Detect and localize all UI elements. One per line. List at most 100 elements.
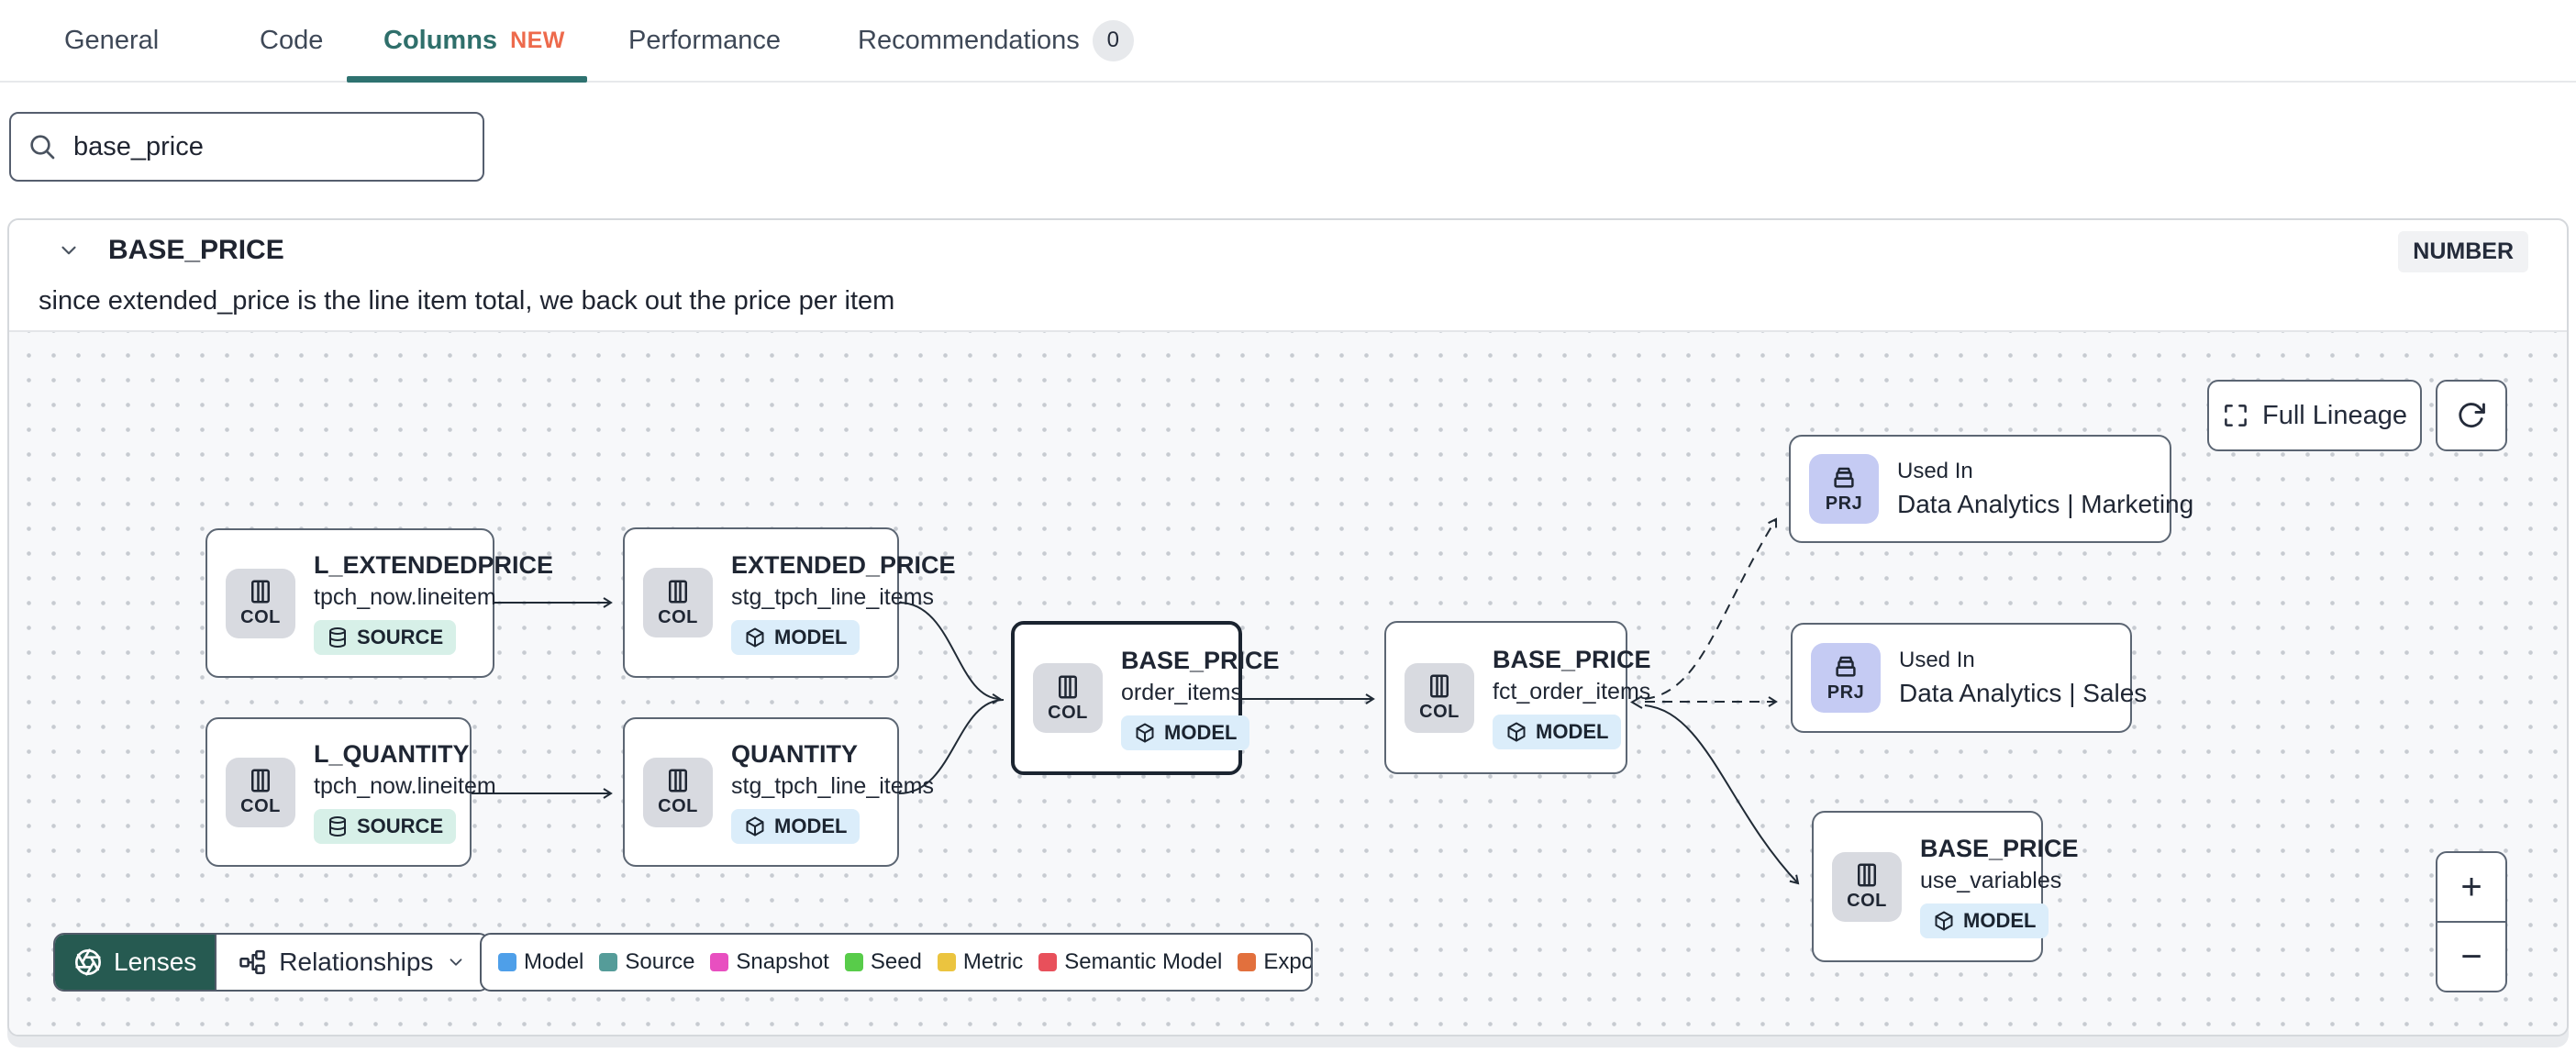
badge-label: SOURCE	[357, 815, 444, 837]
badge-label: MODEL	[1963, 909, 2037, 932]
legend-label: Semantic Model	[1064, 949, 1223, 974]
legend-label: Snapshot	[736, 949, 829, 974]
search-icon	[28, 132, 57, 161]
legend-label: Exposure	[1263, 949, 1313, 974]
tab-performance-label: Performance	[628, 25, 782, 55]
legend-item: Snapshot	[710, 949, 829, 975]
tab-columns[interactable]: Columns NEW	[383, 0, 565, 81]
column-chip: COL	[643, 757, 713, 827]
used-in-label: Used In	[1897, 459, 1973, 483]
column-type-badge: NUMBER	[2398, 231, 2528, 272]
lineage-node-base-price-use-variables[interactable]: COL BASE_PRICE use_variables MODEL	[1812, 811, 2079, 962]
columns-icon	[1054, 673, 1082, 701]
node-title: EXTENDED_PRICE	[731, 550, 956, 579]
expand-icon	[2222, 402, 2249, 429]
columns-icon	[1426, 672, 1453, 700]
source-badge: SOURCE	[314, 620, 457, 655]
zoom-out-button[interactable]: −	[2460, 936, 2482, 977]
chip-label: COL	[240, 607, 281, 627]
lenses-button[interactable]: Lenses	[55, 935, 216, 990]
legend-item: Semantic Model	[1038, 949, 1222, 975]
full-lineage-label: Full Lineage	[2262, 400, 2407, 430]
node-subtitle: tpch_now.lineitem	[314, 773, 496, 799]
collapse-chevron-icon[interactable]	[57, 238, 81, 262]
badge-label: MODEL	[774, 625, 848, 648]
chip-label: COL	[1048, 702, 1088, 723]
legend-label: Metric	[962, 949, 1024, 974]
chip-label: COL	[240, 796, 281, 816]
legend-swatch	[1238, 953, 1257, 971]
chip-label: COL	[658, 796, 698, 816]
node-subtitle: fct_order_items	[1493, 679, 1651, 704]
chevron-down-icon	[446, 952, 466, 972]
full-lineage-button[interactable]: Full Lineage	[2207, 380, 2422, 451]
refresh-button[interactable]	[2436, 380, 2507, 451]
column-search[interactable]	[9, 112, 484, 182]
cube-icon	[744, 815, 766, 837]
model-badge: MODEL	[1493, 715, 1622, 749]
project-stack-icon	[1830, 464, 1858, 492]
lineage-canvas[interactable]: COL L_EXTENDEDPRICE tpch_now.lineitem SO…	[9, 330, 2567, 1035]
relationships-dropdown[interactable]: Relationships	[215, 935, 489, 990]
column-chip: COL	[1832, 851, 1902, 922]
lineage-node-used-in-marketing[interactable]: PRJ Used In Data Analytics | Marketing	[1789, 435, 2193, 543]
search-input[interactable]	[72, 130, 466, 163]
relationships-label: Relationships	[279, 948, 434, 976]
lineage-node-extended-price[interactable]: COL EXTENDED_PRICE stg_tpch_line_items M…	[623, 527, 956, 678]
used-in-label: Used In	[1899, 648, 1975, 672]
database-icon	[327, 815, 349, 837]
tab-general-label: General	[64, 25, 160, 55]
lens-control-group: Lenses Relationships	[53, 933, 491, 992]
legend-swatch	[844, 953, 863, 971]
node-title: QUANTITY	[731, 740, 858, 768]
legend-item: Metric	[937, 949, 1024, 975]
lineage-node-l-extendedprice[interactable]: COL L_EXTENDEDPRICE tpch_now.lineitem SO…	[205, 528, 553, 678]
column-chip: COL	[1033, 663, 1103, 733]
cube-icon	[744, 626, 766, 648]
node-subtitle: use_variables	[1920, 868, 2062, 893]
tab-general[interactable]: General	[64, 0, 159, 81]
legend-item: Source	[599, 949, 694, 975]
legend-item: Model	[498, 949, 583, 975]
active-tab-underline	[347, 76, 587, 83]
lineage-edges	[472, 517, 1800, 885]
tab-code[interactable]: Code	[260, 0, 323, 81]
columns-icon	[247, 767, 274, 794]
column-chip: COL	[226, 568, 295, 638]
cube-icon	[1505, 721, 1527, 743]
legend-item: Exposure	[1238, 949, 1313, 975]
lenses-label: Lenses	[114, 948, 197, 976]
legend-swatch	[1038, 953, 1058, 971]
lineage-node-base-price-fct-order-items[interactable]: COL BASE_PRICE fct_order_items MODEL	[1384, 621, 1651, 774]
tab-performance[interactable]: Performance	[628, 0, 781, 81]
node-title: BASE_PRICE	[1493, 646, 1651, 673]
project-chip: PRJ	[1811, 643, 1881, 713]
legend-swatch	[599, 953, 618, 971]
badge-label: MODEL	[1536, 720, 1609, 743]
node-title: L_EXTENDEDPRICE	[314, 551, 554, 579]
zoom-divider	[2437, 921, 2505, 923]
lineage-node-base-price-order-items[interactable]: COL BASE_PRICE order_items MODEL	[1011, 621, 1280, 775]
zoom-in-button[interactable]: +	[2460, 866, 2482, 907]
chip-label: COL	[1419, 702, 1460, 722]
column-name: BASE_PRICE	[108, 235, 284, 265]
lineage-node-l-quantity[interactable]: COL L_QUANTITY tpch_now.lineitem SOURCE	[205, 717, 496, 867]
refresh-icon	[2456, 400, 2487, 431]
legend-item: Seed	[844, 949, 922, 975]
zoom-control: + −	[2436, 851, 2507, 992]
columns-icon	[664, 767, 692, 794]
project-chip: PRJ	[1809, 454, 1879, 524]
project-stack-icon	[1832, 653, 1860, 681]
column-chip: COL	[226, 757, 295, 827]
chip-label: PRJ	[1827, 682, 1865, 703]
lineage-node-used-in-sales[interactable]: PRJ Used In Data Analytics | Sales	[1791, 623, 2147, 733]
relationships-icon	[239, 948, 266, 976]
chip-label: COL	[1847, 891, 1887, 911]
new-badge: NEW	[510, 27, 565, 53]
model-badge: MODEL	[731, 619, 861, 655]
legend-swatch	[937, 953, 956, 971]
lineage-node-quantity[interactable]: COL QUANTITY stg_tpch_line_items MODEL	[623, 717, 934, 867]
node-subtitle: stg_tpch_line_items	[731, 773, 934, 799]
tab-recommendations[interactable]: Recommendations 0	[858, 0, 1134, 81]
node-subtitle: stg_tpch_line_items	[731, 583, 934, 610]
